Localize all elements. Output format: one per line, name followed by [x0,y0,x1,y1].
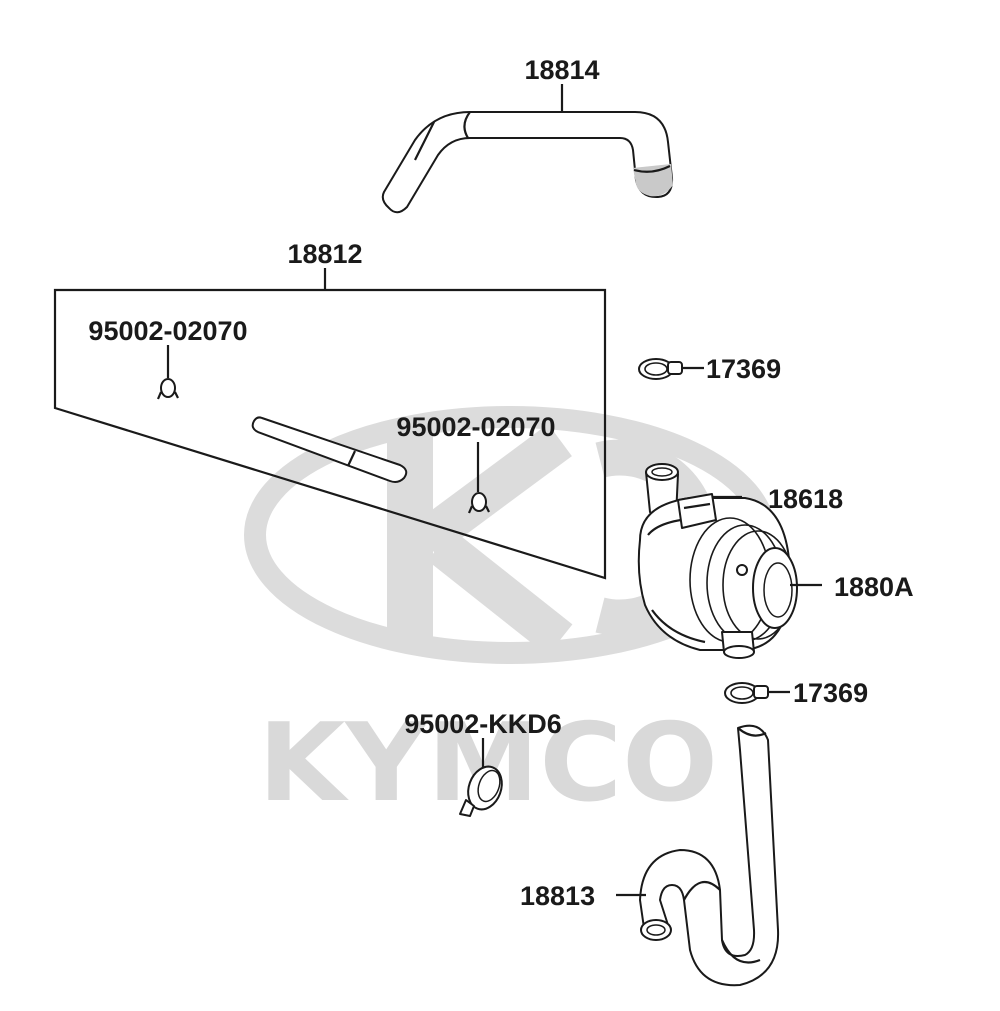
label-17369-bottom: 17369 [793,678,868,708]
valve-assembly-1880a [637,463,822,659]
kymco-watermark: KYMCO [244,406,776,826]
clamp-17369-top [638,358,704,380]
kit-rod [251,416,408,483]
hose-18814 [381,84,674,214]
label-95002-02070-1: 95002-02070 [88,316,247,346]
label-1880a: 1880A [834,572,914,602]
kit-box-18812 [53,268,607,580]
label-17369-top: 17369 [706,354,781,384]
label-18814: 18814 [524,55,599,85]
kit-clip-2 [467,442,490,514]
hose-18813 [616,724,780,987]
clamp-17369-bottom [724,682,790,704]
kit-clip-1 [156,345,179,400]
label-95002-kkd6: 95002-KKD6 [404,709,562,739]
label-18812: 18812 [287,239,362,269]
label-18618: 18618 [768,484,843,514]
hose-clamp-95002-kkd6 [459,738,503,817]
label-95002-02070-2: 95002-02070 [396,412,555,442]
label-18813: 18813 [520,881,595,911]
